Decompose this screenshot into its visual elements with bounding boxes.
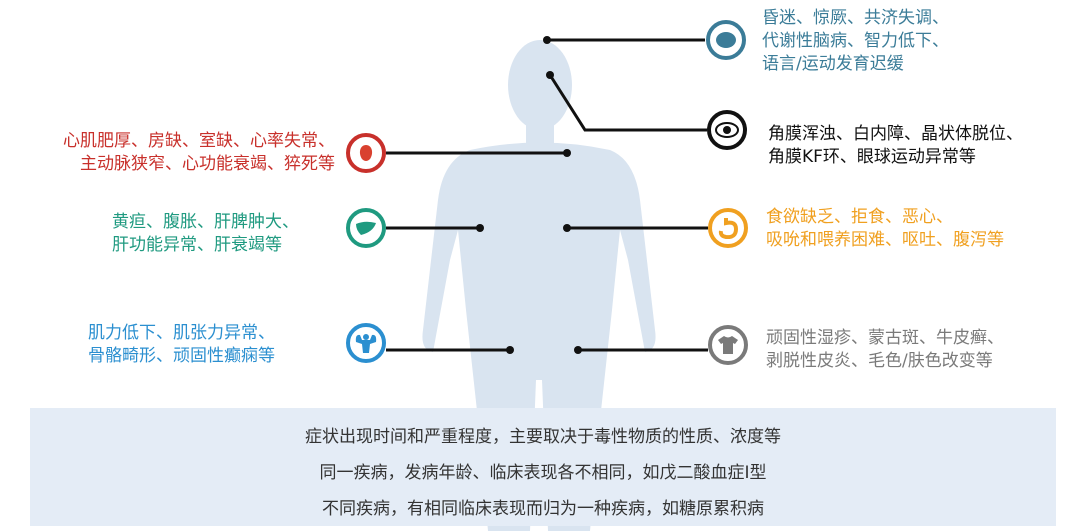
text-line: 骨骼畸形、顽固性癫痫等 — [88, 346, 275, 366]
brain-symptoms: 昏迷、惊厥、共济失调、代谢性脑病、智力低下、语言/运动发育迟缓 — [762, 7, 949, 76]
heart-icon — [346, 133, 386, 173]
text-line: 顽固性湿疹、蒙古斑、牛皮癣、 — [766, 328, 1004, 348]
connector-dots — [476, 36, 582, 354]
text-line: 代谢性脑病、智力低下、 — [762, 31, 949, 51]
summary-line: 症状出现时间和严重程度，主要取决于毒性物质的性质、浓度等 — [305, 427, 781, 447]
text-line: 主动脉狭窄、心功能衰竭、猝死等 — [80, 154, 335, 174]
eye-symptoms: 角膜浑浊、白内障、晶状体脱位、角膜KF环、眼球运动异常等 — [768, 123, 1023, 169]
text-line: 食欲缺乏、拒食、恶心、 — [766, 207, 953, 227]
text-line: 剥脱性皮炎、毛色/肤色改变等 — [766, 351, 993, 371]
text-line: 肌力低下、肌张力异常、 — [88, 323, 275, 343]
liver-icon — [346, 208, 386, 248]
summary-box: 症状出现时间和严重程度，主要取决于毒性物质的性质、浓度等 同一疾病，发病年龄、临… — [30, 408, 1056, 526]
skin-symptoms: 顽固性湿疹、蒙古斑、牛皮癣、剥脱性皮炎、毛色/肤色改变等 — [766, 327, 1004, 373]
brain-icon — [706, 20, 746, 60]
text-line: 角膜KF环、眼球运动异常等 — [768, 147, 976, 167]
heart-symptoms: 心肌肥厚、房缺、室缺、心率失常、主动脉狭窄、心功能衰竭、猝死等 — [63, 130, 335, 176]
text-line: 语言/运动发育迟缓 — [762, 54, 904, 74]
text-line: 心肌肥厚、房缺、室缺、心率失常、 — [63, 131, 335, 151]
text-line: 吸吮和喂养困难、呕吐、腹泻等 — [766, 230, 1004, 250]
shirt-icon — [708, 325, 748, 365]
eye-icon — [707, 110, 747, 150]
text-line: 黄疸、腹胀、肝脾肿大、 — [112, 212, 299, 232]
connector-lines — [386, 38, 708, 352]
stomach-symptoms: 食欲缺乏、拒食、恶心、吸吮和喂养困难、呕吐、腹泻等 — [766, 206, 1004, 252]
muscle-icon — [346, 323, 386, 363]
muscle-symptoms: 肌力低下、肌张力异常、骨骼畸形、顽固性癫痫等 — [88, 322, 275, 368]
text-line: 肝功能异常、肝衰竭等 — [112, 235, 282, 255]
stomach-icon — [708, 208, 748, 248]
text-line: 昏迷、惊厥、共济失调、 — [762, 8, 949, 28]
text-line: 角膜浑浊、白内障、晶状体脱位、 — [768, 124, 1023, 144]
summary-line: 不同疾病，有相同临床表现而归为一种疾病，如糖原累积病 — [322, 499, 764, 519]
summary-line: 同一疾病，发病年龄、临床表现各不相同，如戊二酸血症I型 — [319, 463, 767, 483]
liver-symptoms: 黄疸、腹胀、肝脾肿大、肝功能异常、肝衰竭等 — [112, 211, 299, 257]
